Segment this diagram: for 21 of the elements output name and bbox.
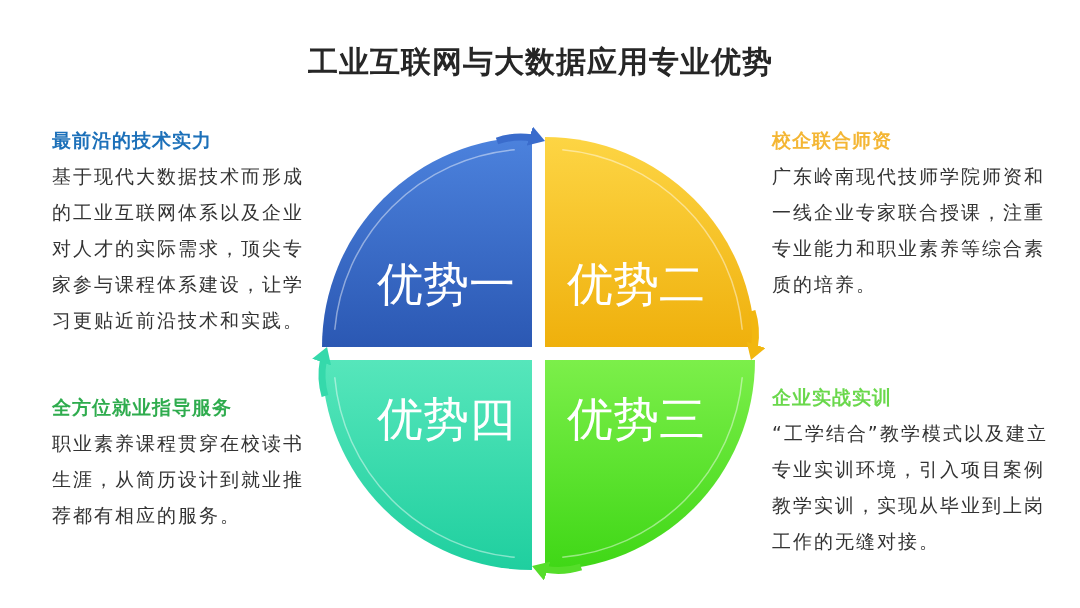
description-text: “工学结合”教学模式以及建立专业实训环境，引入项目案例教学实训，实现从毕业到上岗工作的无缝对接。 (772, 421, 1048, 554)
segment-label: 优势三 (567, 396, 705, 442)
segment-label: 优势二 (567, 261, 705, 307)
quadrant-segment (322, 137, 532, 347)
curved-arrow (746, 310, 766, 362)
curved-arrow (530, 561, 582, 581)
quadrant-segment (545, 360, 755, 570)
section-heading: 校企联合师资 (772, 128, 892, 153)
quadrant-segment (322, 360, 532, 570)
description-text: 职业素养课程贯穿在校读书生涯，从简历设计到就业推荐都有相应的服务。 (52, 431, 305, 528)
segment-label: 优势一 (377, 261, 515, 307)
section-heading: 企业实战实训 (772, 385, 892, 410)
quadrant-segment (545, 137, 755, 347)
description-text: 基于现代大数据技术而形成的工业互联网体系以及企业对人才的实际需求，顶尖专家参与课程体系建设，让学习更贴近前沿技术和实践。 (52, 164, 305, 333)
section-heading: 全方位就业指导服务 (52, 395, 232, 420)
segment-label: 优势四 (377, 396, 515, 442)
description-text: 广东岭南现代技师学院师资和一线企业专家联合授课，注重专业能力和职业素养等综合素质的培养。 (772, 164, 1046, 297)
diagram-title: 工业互联网与大数据应用专业优势 (306, 43, 774, 81)
curved-arrow (312, 345, 332, 397)
curved-arrow (495, 126, 546, 147)
section-heading: 最前沿的技术实力 (52, 128, 212, 153)
